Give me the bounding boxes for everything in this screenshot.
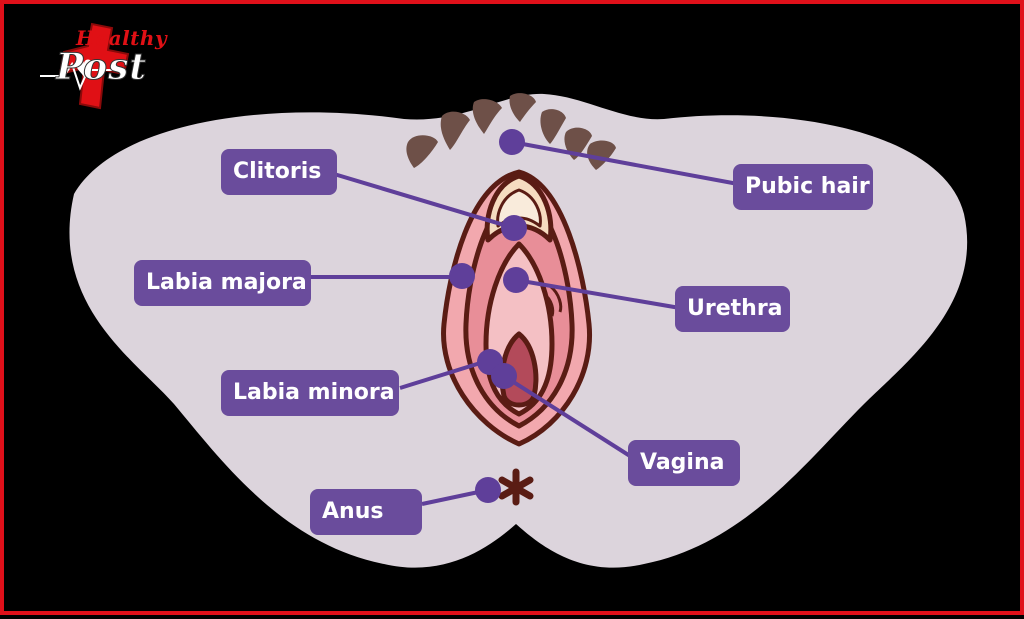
pointer-dot-labia-majora: [449, 263, 475, 289]
label-labia-minora: Labia minora: [221, 370, 399, 416]
label-anus: Anus: [310, 489, 422, 535]
pointer-dot-pubic-hair: [499, 129, 525, 155]
pointer-dot-urethra: [503, 267, 529, 293]
logo-text-post: Post: [55, 46, 148, 89]
pointer-line-urethra: [515, 278, 681, 310]
anus-mark: [498, 468, 534, 506]
logo-text-healthy: Healthy: [76, 26, 168, 50]
label-labia-majora: Labia majora: [134, 260, 311, 306]
pointer-dot-vagina: [491, 363, 517, 389]
pointers: [310, 129, 739, 506]
label-vagina: Vagina: [628, 440, 740, 486]
label-urethra: Urethra: [675, 286, 790, 332]
label-pubic-hair: Pubic hair: [733, 164, 873, 210]
pointer-line-clitoris: [333, 172, 515, 230]
heart-icon: [76, 59, 92, 78]
anatomy-diagram: [40, 22, 968, 568]
pointer-line-vagina: [502, 374, 632, 458]
label-clitoris: Clitoris: [221, 149, 337, 195]
pubic-hair: [406, 93, 616, 170]
pointer-dot-anus: [475, 477, 501, 503]
vaginal-opening: [499, 331, 539, 408]
pointer-line-labia-minora: [399, 358, 491, 390]
medical-cross-icon: [40, 22, 130, 110]
pointer-line-pubic-hair: [511, 140, 739, 186]
pointer-dot-clitoris: [501, 215, 527, 241]
heartbeat-line: [40, 61, 114, 91]
